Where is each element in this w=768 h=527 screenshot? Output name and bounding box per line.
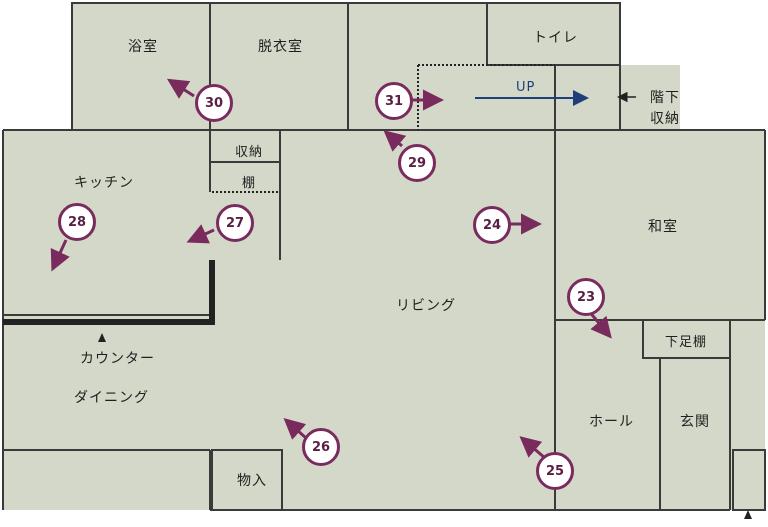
room-label-storage: 収納 [235,145,264,160]
room-label-dressing: 脱衣室 [258,39,303,55]
room-label-entrance: 玄関 [680,414,710,430]
viewpoint-marker-26: 26 [302,428,340,466]
dotted-lines [212,64,555,193]
room-label-japanese-room: 和室 [648,219,678,235]
entrance-pointer-icon [744,510,752,519]
room-label-hall: ホール [589,414,634,430]
viewpoint-marker-30: 30 [195,84,233,122]
room-label-shelf: 棚 [242,176,257,191]
room-label-dining: ダイニング [74,390,149,406]
viewpoint-arrows [50,78,612,460]
room-label-counter: カウンター [80,351,155,367]
room-label-bath: 浴室 [128,39,158,55]
viewpoint-arrow-28 [50,239,70,272]
room-label-kitchen: キッチン [74,175,134,191]
floor-area [3,3,765,510]
viewpoint-marker-31: 31 [375,82,413,120]
room-label-stairs-storage-1: 階下 [650,90,680,106]
viewpoint-marker-27: 27 [216,204,254,242]
viewpoint-arrow-29 [383,130,407,152]
viewpoint-marker-29: 29 [398,144,436,182]
stairs-up-label: UP [516,80,536,95]
room-label-toilet: トイレ [533,30,578,46]
room-label-closet: 物入 [237,473,267,489]
viewpoint-arrow-26 [283,418,307,440]
viewpoint-arrow-30 [166,78,195,99]
room-label-stairs-storage-2: 収納 [650,111,680,127]
counter-wall [3,260,215,325]
counter-pointer-icon [98,333,106,342]
viewpoint-marker-23: 23 [567,278,605,316]
room-label-shoe-shelf: 下足棚 [665,335,708,350]
room-label-living: リビング [396,298,456,314]
viewpoint-arrow-27 [186,224,215,244]
viewpoint-marker-25: 25 [536,452,574,490]
viewpoint-marker-28: 28 [58,203,96,241]
viewpoint-marker-24: 24 [473,206,511,244]
viewpoint-arrow-25 [519,436,546,460]
